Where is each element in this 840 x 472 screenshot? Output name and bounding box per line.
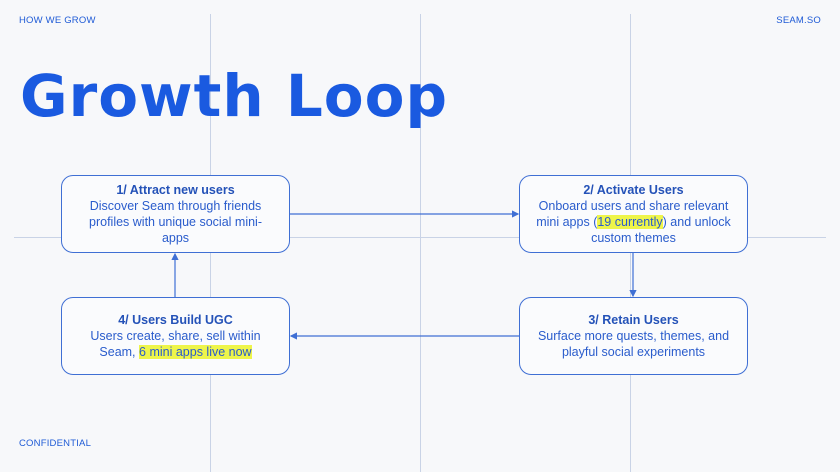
- step-body: Users create, share, sell within Seam, 6…: [90, 329, 261, 359]
- page-title: Growth Loop: [20, 62, 449, 130]
- grid-line: [420, 14, 421, 472]
- highlight: 19 currently: [597, 215, 663, 229]
- step-activate: 2/ Activate Users Onboard users and shar…: [519, 175, 748, 253]
- section-label: HOW WE GROW: [19, 15, 96, 26]
- step-heading: 4/ Users Build UGC: [118, 313, 233, 327]
- grid-line: [14, 237, 826, 238]
- step-retain: 3/ Retain Users Surface more quests, the…: [519, 297, 748, 375]
- step-heading: 3/ Retain Users: [588, 313, 679, 327]
- confidential-label: CONFIDENTIAL: [19, 438, 92, 449]
- step-body: Onboard users and share relevant mini ap…: [536, 199, 731, 245]
- step-body: Discover Seam through friends profiles w…: [89, 199, 262, 245]
- step-ugc: 4/ Users Build UGC Users create, share, …: [61, 297, 290, 375]
- site-label: SEAM.SO: [776, 15, 821, 26]
- step-body: Surface more quests, themes, and playful…: [537, 329, 730, 359]
- step-attract: 1/ Attract new users Discover Seam throu…: [61, 175, 290, 253]
- step-heading: 1/ Attract new users: [116, 183, 235, 197]
- step-heading: 2/ Activate Users: [583, 183, 684, 197]
- highlight: 6 mini apps live now: [139, 345, 252, 359]
